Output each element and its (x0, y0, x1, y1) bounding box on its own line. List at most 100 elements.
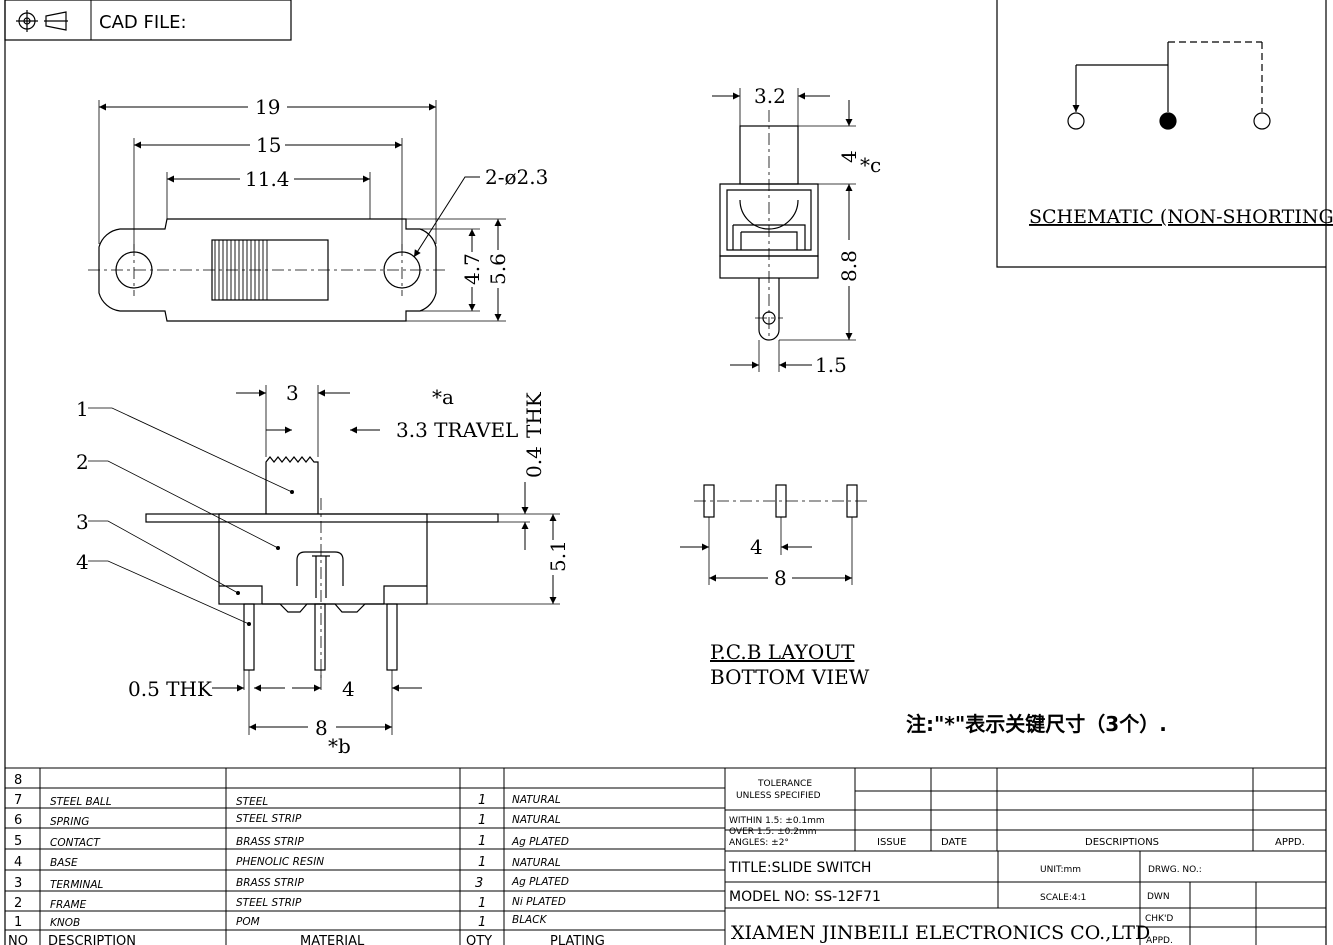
dim-overall-length: 19 (255, 95, 280, 119)
bom-description: STEEL BALL (50, 796, 112, 808)
bom-plating: NATURAL (512, 794, 561, 806)
bom-plating: Ag PLATED (511, 836, 569, 848)
bom-description: BASE (50, 857, 78, 869)
schematic-symbol (1067, 41, 1271, 130)
date-header: DATE (941, 837, 967, 848)
bom-no: 7 (14, 793, 22, 808)
dim-width-outer: 5.6 (486, 253, 510, 285)
schematic-label: SCHEMATIC (NON-SHORTING) (1029, 206, 1333, 228)
dim-knob-height: 4 (837, 150, 861, 163)
title-block: TOLERANCE UNLESS SPECIFIED WITHIN 1.5: ±… (725, 768, 1326, 945)
dim-pin-width: 1.5 (815, 353, 847, 377)
bom-no: 3 (14, 876, 22, 891)
bom-plating: NATURAL (512, 814, 561, 826)
bom-header-row: NO DESCRIPTION MATERIAL QTY PLATING (8, 934, 605, 945)
bom-description: TERMINAL (50, 879, 104, 891)
bom-qty: 1 (478, 896, 486, 911)
dim-hole-pitch: 15 (256, 133, 281, 157)
bom-plating: Ag PLATED (511, 876, 569, 888)
tolerance-line2: UNLESS SPECIFIED (736, 791, 821, 801)
bom-material: STEEL (236, 796, 268, 808)
unit-label: UNIT:mm (1040, 865, 1081, 875)
bom-no: 2 (14, 896, 22, 911)
balloon-leaders (88, 407, 293, 625)
dim-width-inner: 4.7 (460, 253, 484, 285)
table-row: 1 KNOB POM 1 BLACK (14, 914, 548, 930)
dim-key-a: *a (432, 385, 454, 409)
dim-body-length: 11.4 (245, 167, 290, 191)
dim-body-height: 5.1 (546, 540, 570, 572)
tolerance-line1: TOLERANCE (757, 779, 812, 789)
dim-knob-width: 3.2 (754, 84, 786, 108)
dim-actuator-width: 3 (286, 381, 299, 405)
dim-pcb-span: 8 (774, 566, 787, 590)
bom-qty: 1 (478, 855, 486, 870)
bom-description: SPRING (50, 816, 89, 828)
scale-label: SCALE:4:1 (1040, 893, 1086, 903)
dim-flange-thk: 0.4 (522, 446, 546, 478)
descriptions-header: DESCRIPTIONS (1085, 837, 1159, 848)
bom-description: CONTACT (50, 837, 101, 849)
dim-pin-thk: 0.5 THK (128, 677, 213, 701)
terminal-right-icon (1253, 112, 1271, 130)
dim-thk-vertical: THK (522, 391, 546, 438)
bom-material: PHENOLIC RESIN (236, 856, 324, 868)
key-dimension-note: 注:"*"表示关键尺寸（3个）. (906, 712, 1167, 736)
bom-material: BRASS STRIP (236, 877, 304, 889)
balloon-2: 2 (76, 450, 89, 474)
bom-plating: NATURAL (512, 857, 561, 869)
dim-key-b: *b (328, 734, 351, 758)
pcb-title-line2: BOTTOM VIEW (710, 665, 870, 689)
bom-material: POM (236, 916, 260, 928)
dim-pin-pitch: 4 (342, 677, 355, 701)
chkd-label: CHK'D (1145, 914, 1173, 924)
bom-qty: 1 (478, 813, 486, 828)
tolerance-over: OVER 1.5: ±0.2mm (729, 827, 816, 837)
side-view: 1 2 3 4 3 *a 3.3 TRAVEL THK 0.4 5.1 0.5 … (76, 381, 570, 758)
bom-no: 6 (14, 813, 22, 828)
bom-material: STEEL STRIP (236, 897, 302, 909)
bom-material: BRASS STRIP (236, 836, 304, 848)
table-row: 8 (14, 773, 22, 788)
balloon-4: 4 (76, 550, 89, 574)
pcb-title-line1: P.C.B LAYOUT (710, 640, 855, 664)
bom-qty: 1 (478, 793, 486, 808)
bom-plating: Ni PLATED (512, 896, 566, 908)
dim-pin-span: 8 (315, 716, 328, 740)
dim-overall-height: 8.8 (837, 250, 861, 282)
schematic-box: SCHEMATIC (NON-SHORTING) (996, 0, 1333, 268)
table-row: 7 STEEL BALL STEEL 1 NATURAL (14, 793, 561, 808)
bom-qty: 1 (478, 915, 486, 930)
sheet-border (4, 0, 1327, 945)
tolerance-angles: ANGLES: ±2° (729, 838, 789, 848)
bom-material: STEEL STRIP (236, 813, 302, 825)
bom-no: 4 (14, 855, 22, 870)
end-view: 3.2 4 *c 8.8 1.5 (712, 84, 881, 377)
model-number: MODEL NO: SS-12F71 (729, 889, 881, 905)
bom-no: 5 (14, 834, 22, 849)
bom-description: FRAME (50, 899, 87, 911)
appd-header: APPD. (1275, 837, 1305, 848)
bom-description: KNOB (50, 917, 80, 929)
table-row: 3 TERMINAL BRASS STRIP 3 Ag PLATED (14, 876, 569, 891)
table-row: 4 BASE PHENOLIC RESIN 1 NATURAL (14, 855, 561, 870)
bom-header-plating: PLATING (550, 934, 605, 945)
terminal-common-icon (1159, 112, 1177, 130)
dim-key-c: *c (860, 153, 881, 177)
company-name: XIAMEN JINBEILI ELECTRONICS CO.,LTD (731, 922, 1150, 944)
bom-qty: 1 (478, 834, 486, 849)
bom-header-no: NO (8, 934, 28, 945)
table-row: 5 CONTACT BRASS STRIP 1 Ag PLATED (14, 834, 569, 849)
issue-header: ISSUE (877, 837, 906, 848)
appd-label: APPD. (1146, 936, 1173, 945)
terminal-left-icon (1067, 112, 1085, 130)
dim-pcb-pitch: 4 (750, 535, 763, 559)
bom-header-material: MATERIAL (300, 934, 365, 945)
balloon-dots (236, 490, 294, 626)
bom-rows: 8 7 STEEL BALL STEEL 1 NATURAL 6 SPRING … (14, 773, 569, 930)
bom-plating: BLACK (512, 914, 548, 926)
bom-header-qty: QTY (466, 934, 492, 945)
balloon-3: 3 (76, 510, 89, 534)
bom-qty: 3 (475, 876, 483, 891)
